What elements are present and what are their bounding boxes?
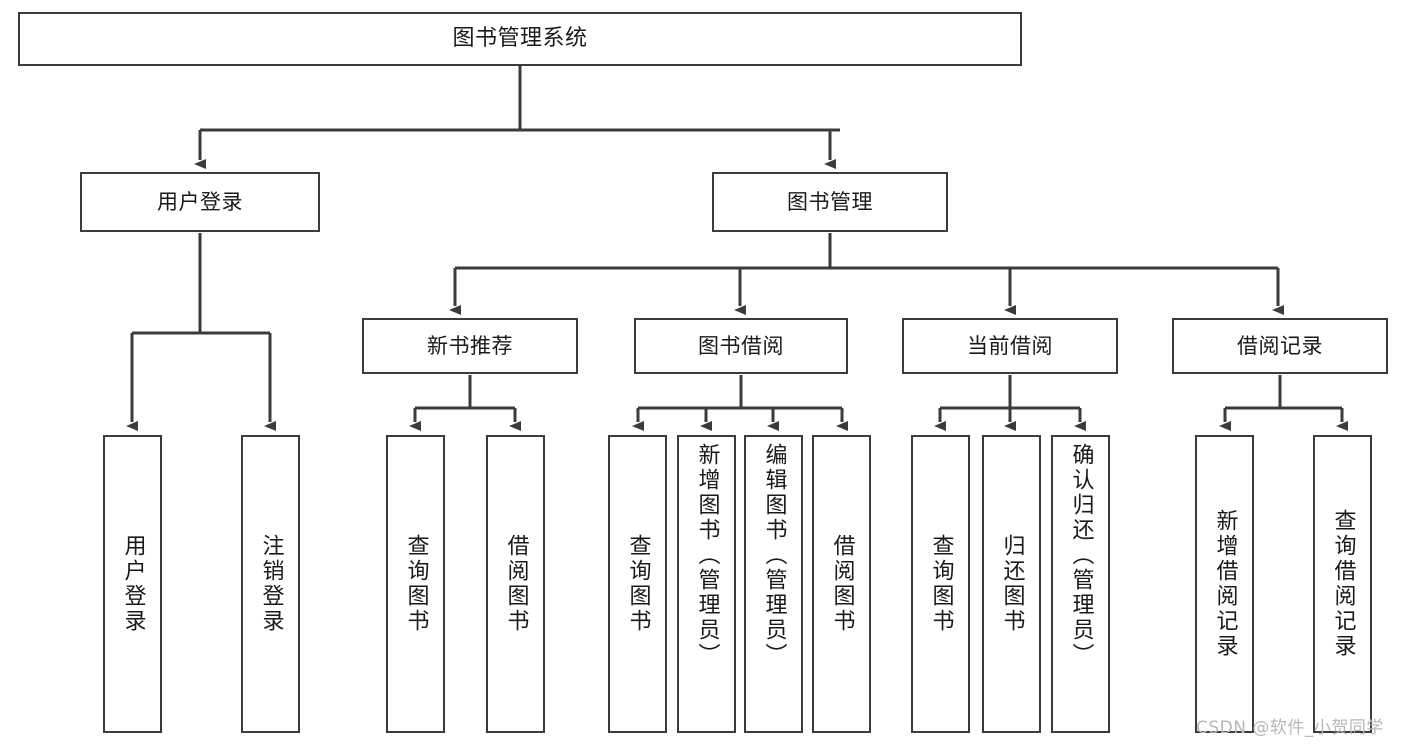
node-label: 注销登录 xyxy=(258,534,284,634)
node-leaf-add-book[interactable]: 新增图书（管理员） xyxy=(677,435,736,733)
node-label: 借阅图书 xyxy=(829,534,855,634)
node-new-book-recommend[interactable]: 新书推荐 xyxy=(362,318,578,374)
node-borrow-record[interactable]: 借阅记录 xyxy=(1172,318,1388,374)
node-label: 用户登录 xyxy=(120,534,146,634)
node-leaf-borrow-book-1[interactable]: 借阅图书 xyxy=(486,435,545,733)
node-leaf-query-book-1[interactable]: 查询图书 xyxy=(386,435,445,733)
node-root-system[interactable]: 图书管理系统 xyxy=(18,12,1022,66)
node-leaf-edit-book[interactable]: 编辑图书（管理员） xyxy=(744,435,803,733)
node-label: 查询图书 xyxy=(403,534,429,634)
node-label: 新书推荐 xyxy=(427,333,513,358)
node-label: 借阅记录 xyxy=(1237,333,1323,358)
node-label: 归还图书 xyxy=(999,534,1025,634)
node-leaf-query-record[interactable]: 查询借阅记录 xyxy=(1313,435,1372,733)
csdn-watermark: CSDN @软件_小贺同学 xyxy=(1196,718,1384,738)
node-leaf-confirm-return[interactable]: 确认归还（管理员） xyxy=(1051,435,1110,733)
node-leaf-query-book-3[interactable]: 查询图书 xyxy=(911,435,970,733)
node-label: 查询借阅记录 xyxy=(1330,509,1356,659)
node-leaf-logout[interactable]: 注销登录 xyxy=(241,435,300,733)
node-leaf-add-record[interactable]: 新增借阅记录 xyxy=(1195,435,1254,733)
node-label: 查询图书 xyxy=(928,534,954,634)
node-user-login[interactable]: 用户登录 xyxy=(80,172,320,232)
node-label: 查询图书 xyxy=(625,534,651,634)
node-label: 新增图书（管理员） xyxy=(694,443,720,668)
node-label: 借阅图书 xyxy=(503,534,529,634)
node-label: 当前借阅 xyxy=(967,333,1053,358)
node-current-borrow[interactable]: 当前借阅 xyxy=(902,318,1118,374)
node-label: 图书管理系统 xyxy=(452,26,588,52)
node-book-management[interactable]: 图书管理 xyxy=(712,172,948,232)
node-label: 新增借阅记录 xyxy=(1212,509,1238,659)
node-label: 图书借阅 xyxy=(698,333,784,358)
node-leaf-return-book[interactable]: 归还图书 xyxy=(982,435,1041,733)
node-leaf-query-book-2[interactable]: 查询图书 xyxy=(608,435,667,733)
node-label: 编辑图书（管理员） xyxy=(761,443,787,668)
node-label: 用户登录 xyxy=(157,189,243,214)
node-leaf-borrow-book-2[interactable]: 借阅图书 xyxy=(812,435,871,733)
node-book-borrow[interactable]: 图书借阅 xyxy=(634,318,848,374)
node-label: 确认归还（管理员） xyxy=(1068,443,1094,668)
node-label: 图书管理 xyxy=(787,189,873,214)
node-leaf-user-login[interactable]: 用户登录 xyxy=(103,435,162,733)
